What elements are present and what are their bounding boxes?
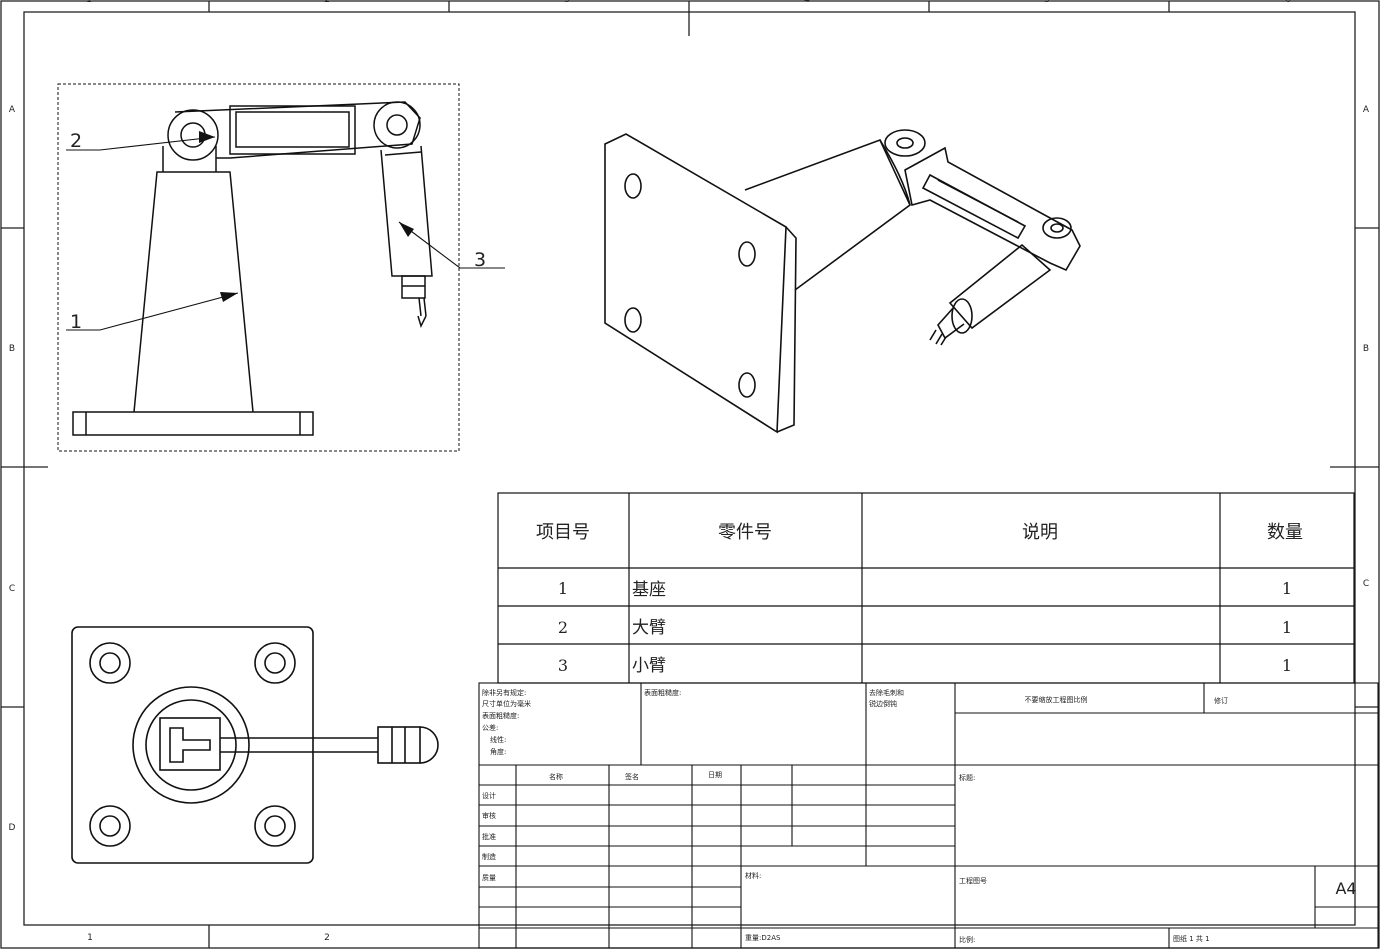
zone-col-3: 3 (564, 0, 570, 5)
deburr-line-1: 去除毛刺和 (869, 688, 904, 697)
title-block (478, 682, 1379, 949)
zone-col-2: 2 (324, 0, 330, 5)
note-line-4: 公差: (482, 723, 498, 732)
deburr-line-2: 锐边倒钝 (869, 699, 897, 708)
material-label: 材料: (745, 871, 761, 880)
note-line-6: 角度: (490, 747, 506, 756)
bom-row-1-part: 基座 (632, 580, 666, 600)
col-name: 名称 (549, 772, 563, 781)
bom-row-3-item: 3 (558, 656, 568, 675)
balloon-2: 2 (70, 130, 82, 152)
top-view (71, 626, 439, 864)
zone-col-5: 5 (1044, 0, 1050, 5)
zone-col-bottom-1: 1 (87, 933, 93, 943)
front-view (57, 83, 460, 452)
leader-1-arrow (220, 292, 238, 302)
bom-row-1-qty: 1 (1282, 579, 1292, 598)
role-check: 审核 (482, 811, 496, 820)
note-line-1: 除非另有规定: (482, 688, 526, 697)
bom-row-3-qty: 1 (1282, 656, 1292, 675)
zone-row-b-left: B (9, 344, 15, 354)
note-line-2: 尺寸单位为毫米 (482, 699, 531, 708)
leader-3 (398, 221, 505, 269)
role-design: 设计 (482, 791, 496, 800)
drawing-no-label: 工程图号 (959, 876, 987, 885)
bom-row-3-part: 小臂 (632, 656, 666, 676)
leader-2 (66, 136, 216, 151)
zone-col-bottom-2: 2 (324, 933, 330, 943)
zone-row-a-left: A (9, 105, 16, 115)
weight-label: 重量:D2AS (745, 934, 781, 942)
role-quality: 质量 (482, 873, 496, 882)
sheet-size: A4 (1335, 879, 1356, 898)
note-line-3: 表面粗糙度: (482, 711, 519, 720)
leader-2-arrow (199, 131, 215, 143)
zone-col-4: 4 (804, 0, 810, 5)
zone-row-d-left: D (9, 823, 16, 833)
bom-row-2-part: 大臂 (632, 618, 666, 638)
zone-col-6: 6 (1285, 0, 1291, 5)
bom-row-2-item: 2 (558, 618, 568, 637)
leader-3-arrow (399, 222, 414, 237)
leader-1 (66, 292, 239, 331)
drawing-name-label: 标题: (959, 773, 975, 782)
bom-header-item: 项目号 (536, 522, 590, 543)
bom-header-desc: 说明 (1022, 522, 1058, 543)
zone-row-c-left: C (9, 584, 15, 594)
bom-table (497, 492, 1355, 684)
role-manufacture: 制造 (482, 852, 496, 861)
note-line-5: 线性: (490, 735, 506, 744)
col-date: 日期 (708, 771, 722, 779)
bom-row-2-qty: 1 (1282, 618, 1292, 637)
zone-row-c-right: C (1363, 579, 1369, 589)
balloon-1: 1 (70, 311, 82, 333)
bom-row-1-item: 1 (558, 579, 568, 598)
role-approve: 批准 (482, 832, 496, 841)
finish-label: 表面粗糙度: (644, 688, 681, 697)
zone-row-a-right: A (1363, 105, 1370, 115)
inner-frame (23, 11, 1356, 926)
zone-col-1: 1 (86, 0, 92, 5)
bom-header-qty: 数量 (1267, 522, 1303, 543)
revision-label: 修订 (1214, 696, 1228, 705)
title-caption: 不要缩放工程图比例 (1025, 695, 1088, 704)
balloon-3: 3 (474, 249, 486, 271)
sheet-number: 图纸 1 共 1 (1173, 934, 1210, 943)
bom-header-part: 零件号 (718, 522, 772, 543)
scale-label: 比例: (959, 935, 975, 944)
col-signature: 签名 (625, 772, 639, 781)
isometric-view (604, 129, 1081, 434)
zone-row-b-right: B (1363, 344, 1369, 354)
